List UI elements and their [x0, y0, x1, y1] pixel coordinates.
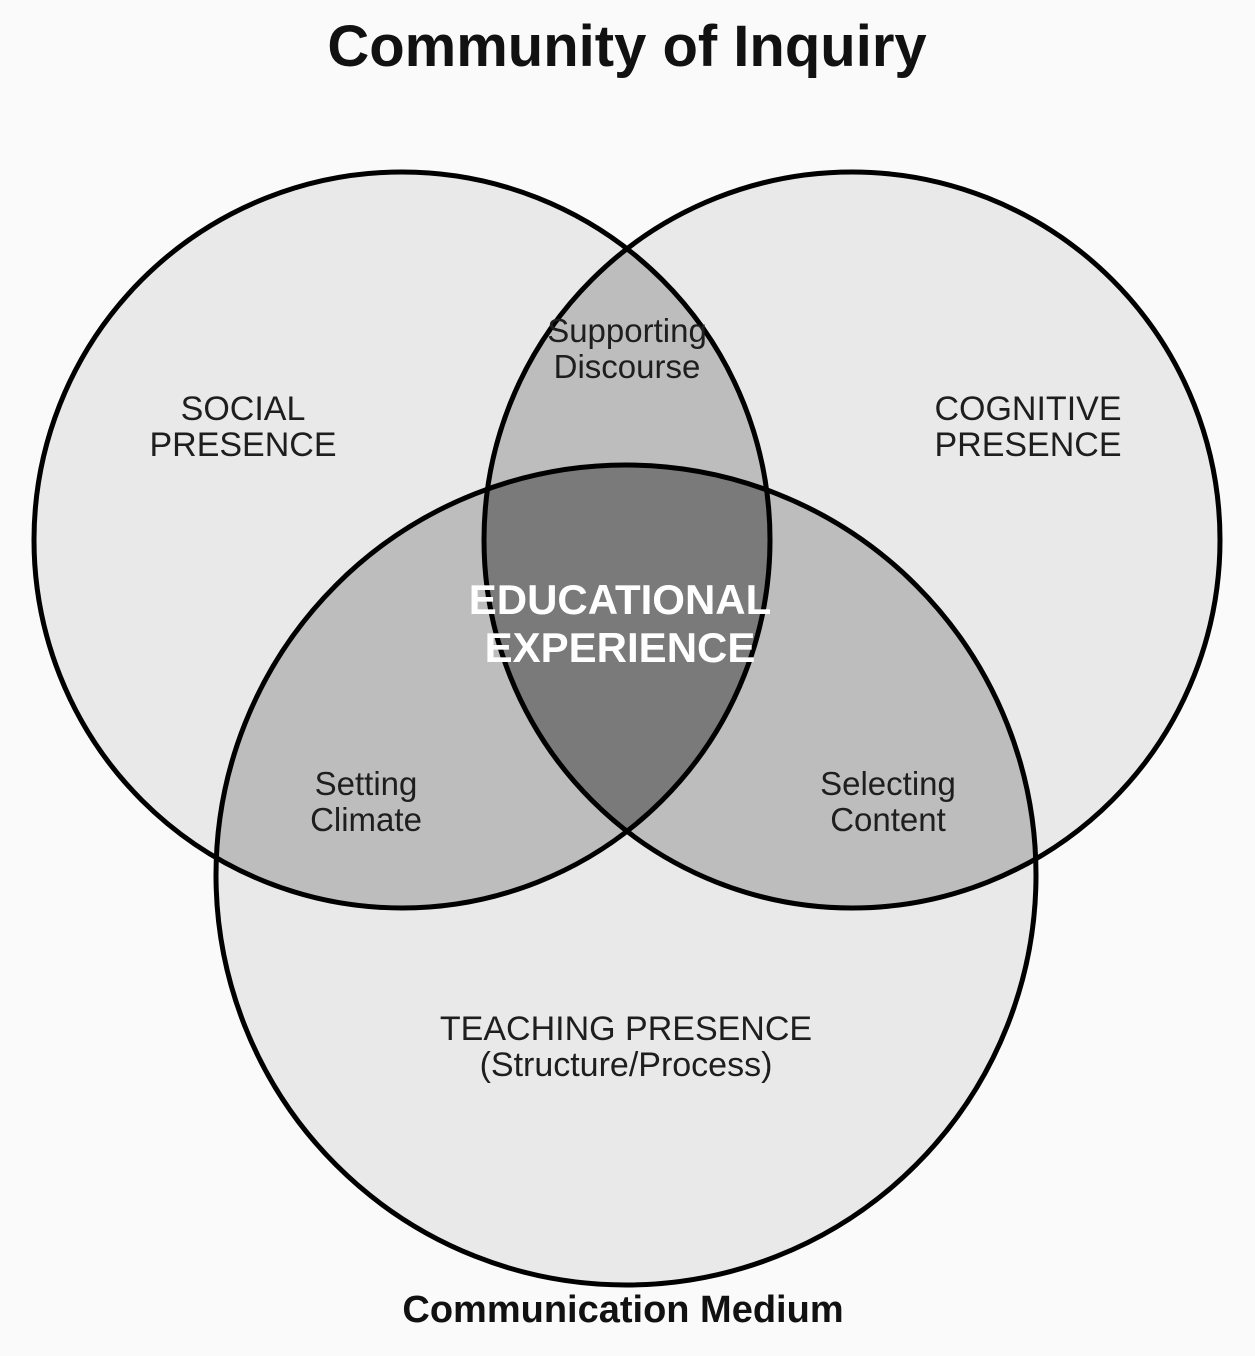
selecting-content-label-line1: Selecting	[820, 765, 956, 802]
diagram-title: Community of Inquiry	[327, 14, 926, 79]
social-presence-label-line2: PRESENCE	[149, 426, 336, 464]
setting-climate-label-line1: Setting	[315, 765, 418, 802]
educational-experience-label-line1: EDUCATIONAL	[469, 576, 772, 623]
outline-teaching	[213, 462, 1039, 1288]
communication-medium-label: Communication Medium	[402, 1289, 843, 1331]
social-presence-label-line1: SOCIAL	[181, 390, 306, 428]
cognitive-presence-label-line1: COGNITIVE	[934, 390, 1121, 428]
cognitive-presence-label-line2: PRESENCE	[934, 426, 1121, 464]
selecting-content-label-line2: Content	[830, 801, 946, 838]
teaching-presence-label-line1: TEACHING PRESENCE	[440, 1010, 812, 1048]
supporting-discourse-label-line1: Supporting	[547, 312, 707, 349]
teaching-presence-label-line2: (Structure/Process)	[480, 1046, 773, 1084]
setting-climate-label-line2: Climate	[310, 801, 422, 838]
educational-experience-label-line2: EXPERIENCE	[485, 624, 756, 671]
outline-cognitive	[481, 169, 1223, 911]
outline-social	[31, 169, 773, 911]
supporting-discourse-label-line2: Discourse	[554, 348, 701, 385]
